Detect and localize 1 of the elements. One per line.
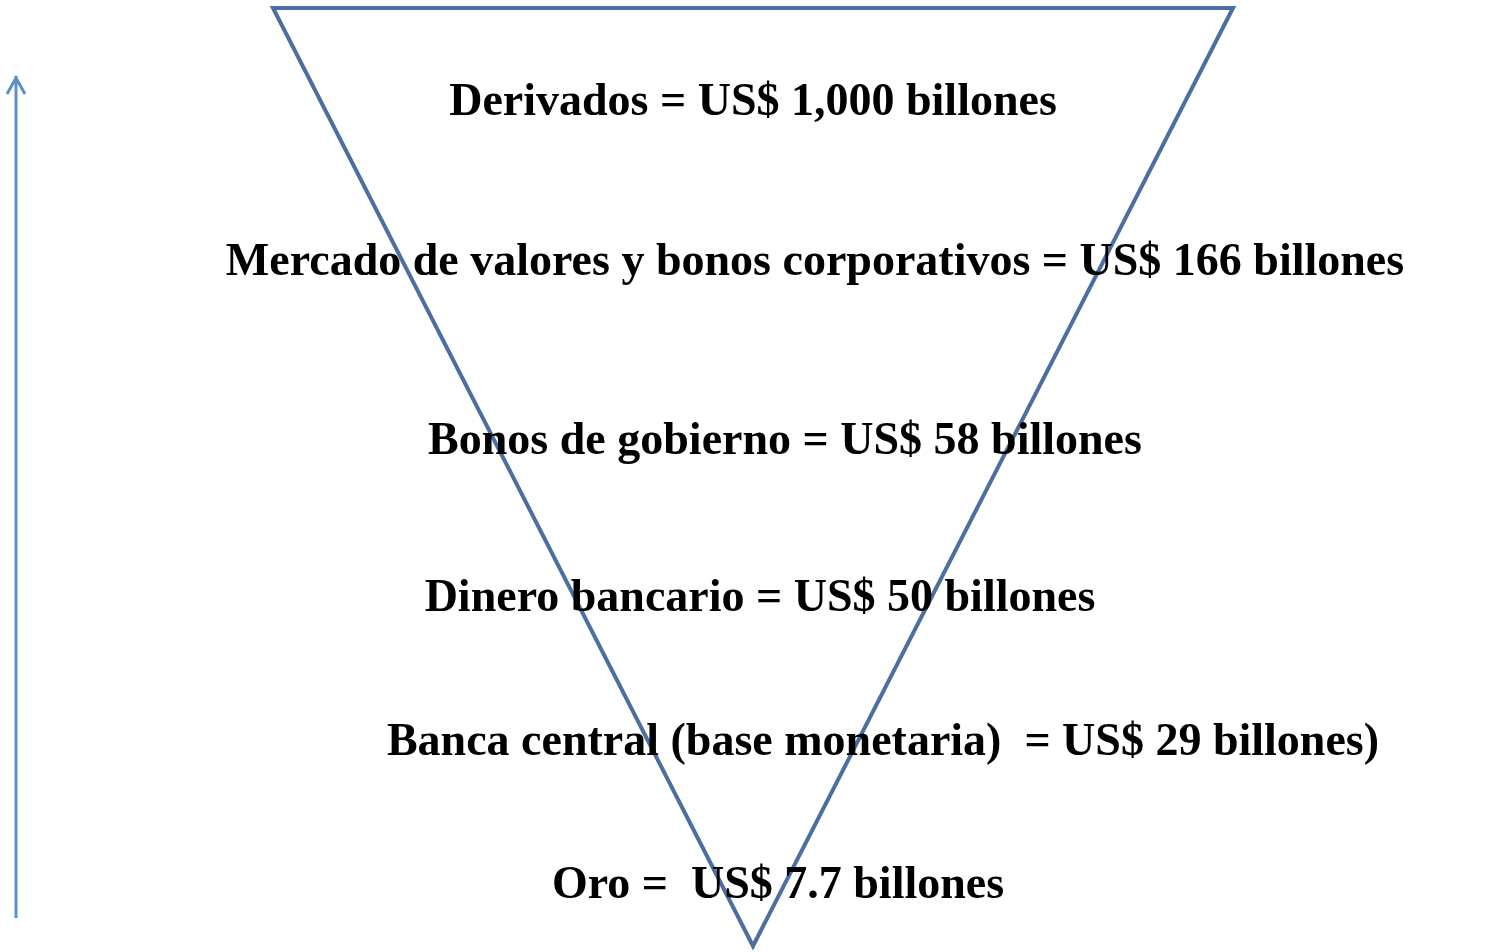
value-label: Derivados = US$ 1,000 billones	[449, 74, 1057, 126]
